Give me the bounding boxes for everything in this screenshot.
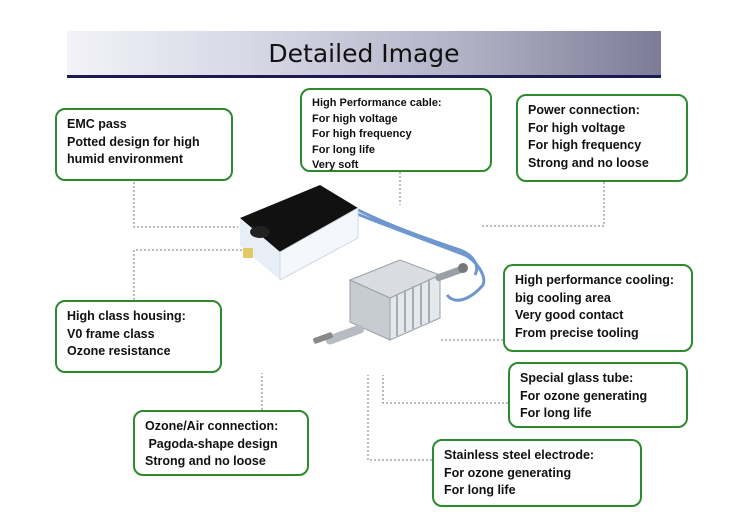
label-sticker — [243, 248, 253, 258]
callout-housing: High class housing: V0 frame class Ozone… — [55, 300, 222, 373]
callout-cable: High Performance cable: For high voltage… — [300, 88, 492, 172]
callout-emc: EMC pass Potted design for high humid en… — [55, 108, 233, 181]
transformer-side — [240, 218, 280, 280]
callout-ozone: Ozone/Air connection: Pagoda-shape desig… — [133, 410, 309, 476]
heatsink-right — [389, 274, 441, 341]
callout-glass: Special glass tube: For ozone generating… — [508, 362, 688, 428]
callout-electrode: Stainless steel electrode: For ozone gen… — [432, 439, 642, 507]
transformer-top — [240, 185, 358, 252]
title-banner: Detailed Image — [67, 31, 661, 78]
callout-power: Power connection: For high voltage For h… — [516, 94, 688, 182]
transformer-knob — [250, 226, 270, 238]
cable-connector — [458, 263, 468, 273]
cable-wire — [346, 208, 486, 302]
ozone-generator-image — [240, 185, 486, 345]
electrode-end — [435, 265, 465, 282]
callout-cooling: High performance cooling: big cooling ar… — [503, 264, 693, 352]
page-title: Detailed Image — [268, 39, 460, 68]
transformer-front — [279, 207, 359, 281]
electrode-end — [313, 332, 333, 344]
glass-tube — [325, 324, 365, 345]
